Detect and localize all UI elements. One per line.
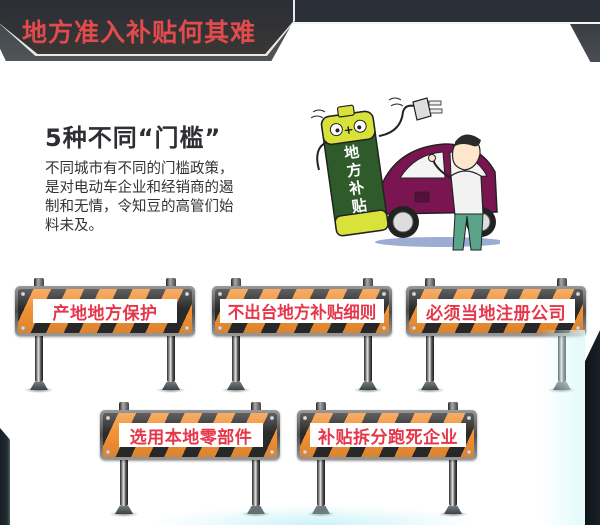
page-title: 地方准入补贴何其难 [22, 18, 257, 47]
bolt-icon [382, 326, 386, 330]
bolt-icon [218, 292, 222, 296]
barrier-label: 补贴拆分跑死企业 [310, 423, 466, 448]
post-foot [30, 382, 48, 390]
barrier-sign: 选用本地零部件 [100, 402, 280, 517]
post-cap [557, 278, 567, 287]
hazard-stripes: 选用本地零部件 [103, 413, 277, 457]
battery-icon: + 地 方 补 贴 [320, 104, 389, 237]
post-shadow [109, 511, 139, 517]
barrier-label: 必须当地注册公司 [417, 299, 575, 324]
title-plate [0, 0, 293, 54]
banner-right-wedge [570, 24, 600, 62]
barrier-label: 不出台地方补贴细则 [220, 299, 384, 323]
post-foot [421, 382, 439, 390]
worried-man-icon [428, 134, 484, 251]
bolt-icon [270, 450, 274, 454]
bolt-icon [21, 326, 25, 330]
post-shadow [221, 387, 251, 393]
intro-paragraph: 不同城市有不同的门槛政策， 是对电动车企业和经销商的遏 制和无情，令知豆的高管们… [45, 160, 257, 236]
battery-char: 地 [343, 143, 360, 163]
sign-frame: 补贴拆分跑死企业 [297, 410, 477, 460]
battery-char: 补 [347, 178, 365, 198]
hazard-stripes: 产地地方保护 [18, 289, 192, 333]
bolt-icon [185, 326, 189, 330]
hazard-stripes: 补贴拆分跑死企业 [300, 413, 474, 457]
bolt-icon [270, 416, 274, 420]
paragraph-line: 是对电动车企业和经销商的遏 [45, 180, 234, 196]
sign-frame: 不出台地方补贴细则 [212, 286, 392, 336]
banner-divider-line [0, 22, 600, 24]
post-shadow [24, 387, 54, 393]
sign-frame: 必须当地注册公司 [406, 286, 586, 336]
section-heading: 5种不同“门槛” [45, 124, 222, 152]
sign-frame: 产地地方保护 [15, 286, 195, 336]
post-cap [231, 278, 241, 287]
bolt-icon [218, 326, 222, 330]
barrier-label: 产地地方保护 [33, 299, 177, 324]
bolt-icon [21, 292, 25, 296]
plug-icon [412, 97, 443, 121]
bolt-icon [467, 450, 471, 454]
post-cap [166, 278, 176, 287]
post-foot [359, 382, 377, 390]
bolt-icon [185, 292, 189, 296]
post-cap [425, 278, 435, 287]
paragraph-line: 不同城市有不同的门槛政策， [45, 161, 234, 177]
paragraph-line: 料未及。 [45, 218, 103, 234]
post-cap [119, 402, 129, 411]
post-foot [115, 506, 133, 514]
right-edge-bar [585, 330, 600, 525]
bolt-icon [106, 450, 110, 454]
post-cap [34, 278, 44, 287]
bolt-icon [382, 292, 386, 296]
post-shadow [415, 387, 445, 393]
right-glow-decoration [540, 330, 585, 525]
battery-char: 方 [346, 161, 363, 181]
bottom-glow-decoration [150, 505, 480, 525]
bolt-icon [106, 416, 110, 420]
post-cap [316, 402, 326, 411]
barrier-sign: 必须当地注册公司 [406, 278, 586, 393]
post-shadow [156, 387, 186, 393]
left-edge-bar [0, 428, 10, 525]
post-foot [227, 382, 245, 390]
paragraph-line: 制和无情，令知豆的高管们始 [45, 199, 234, 215]
post-shadow [353, 387, 383, 393]
bolt-icon [303, 450, 307, 454]
sign-frame: 选用本地零部件 [100, 410, 280, 460]
post-cap [448, 402, 458, 411]
cartoon-illustration: + 地 方 补 贴 [305, 92, 505, 257]
svg-text:+: + [343, 122, 355, 137]
bolt-icon [467, 416, 471, 420]
post-cap [251, 402, 261, 411]
barrier-label: 选用本地零部件 [119, 423, 263, 448]
battery-car-cartoon-icon: + 地 方 补 贴 [310, 97, 505, 251]
barrier-sign: 不出台地方补贴细则 [212, 278, 392, 393]
barrier-sign: 产地地方保护 [15, 278, 195, 393]
hazard-stripes: 不出台地方补贴细则 [215, 289, 389, 333]
bolt-icon [412, 326, 416, 330]
bolt-icon [576, 326, 580, 330]
post-cap [363, 278, 373, 287]
bolt-icon [576, 292, 580, 296]
bolt-icon [303, 416, 307, 420]
bolt-icon [412, 292, 416, 296]
post-foot [162, 382, 180, 390]
battery-char: 贴 [351, 196, 368, 216]
barrier-sign: 补贴拆分跑死企业 [297, 402, 477, 517]
hazard-stripes: 必须当地注册公司 [409, 289, 583, 333]
